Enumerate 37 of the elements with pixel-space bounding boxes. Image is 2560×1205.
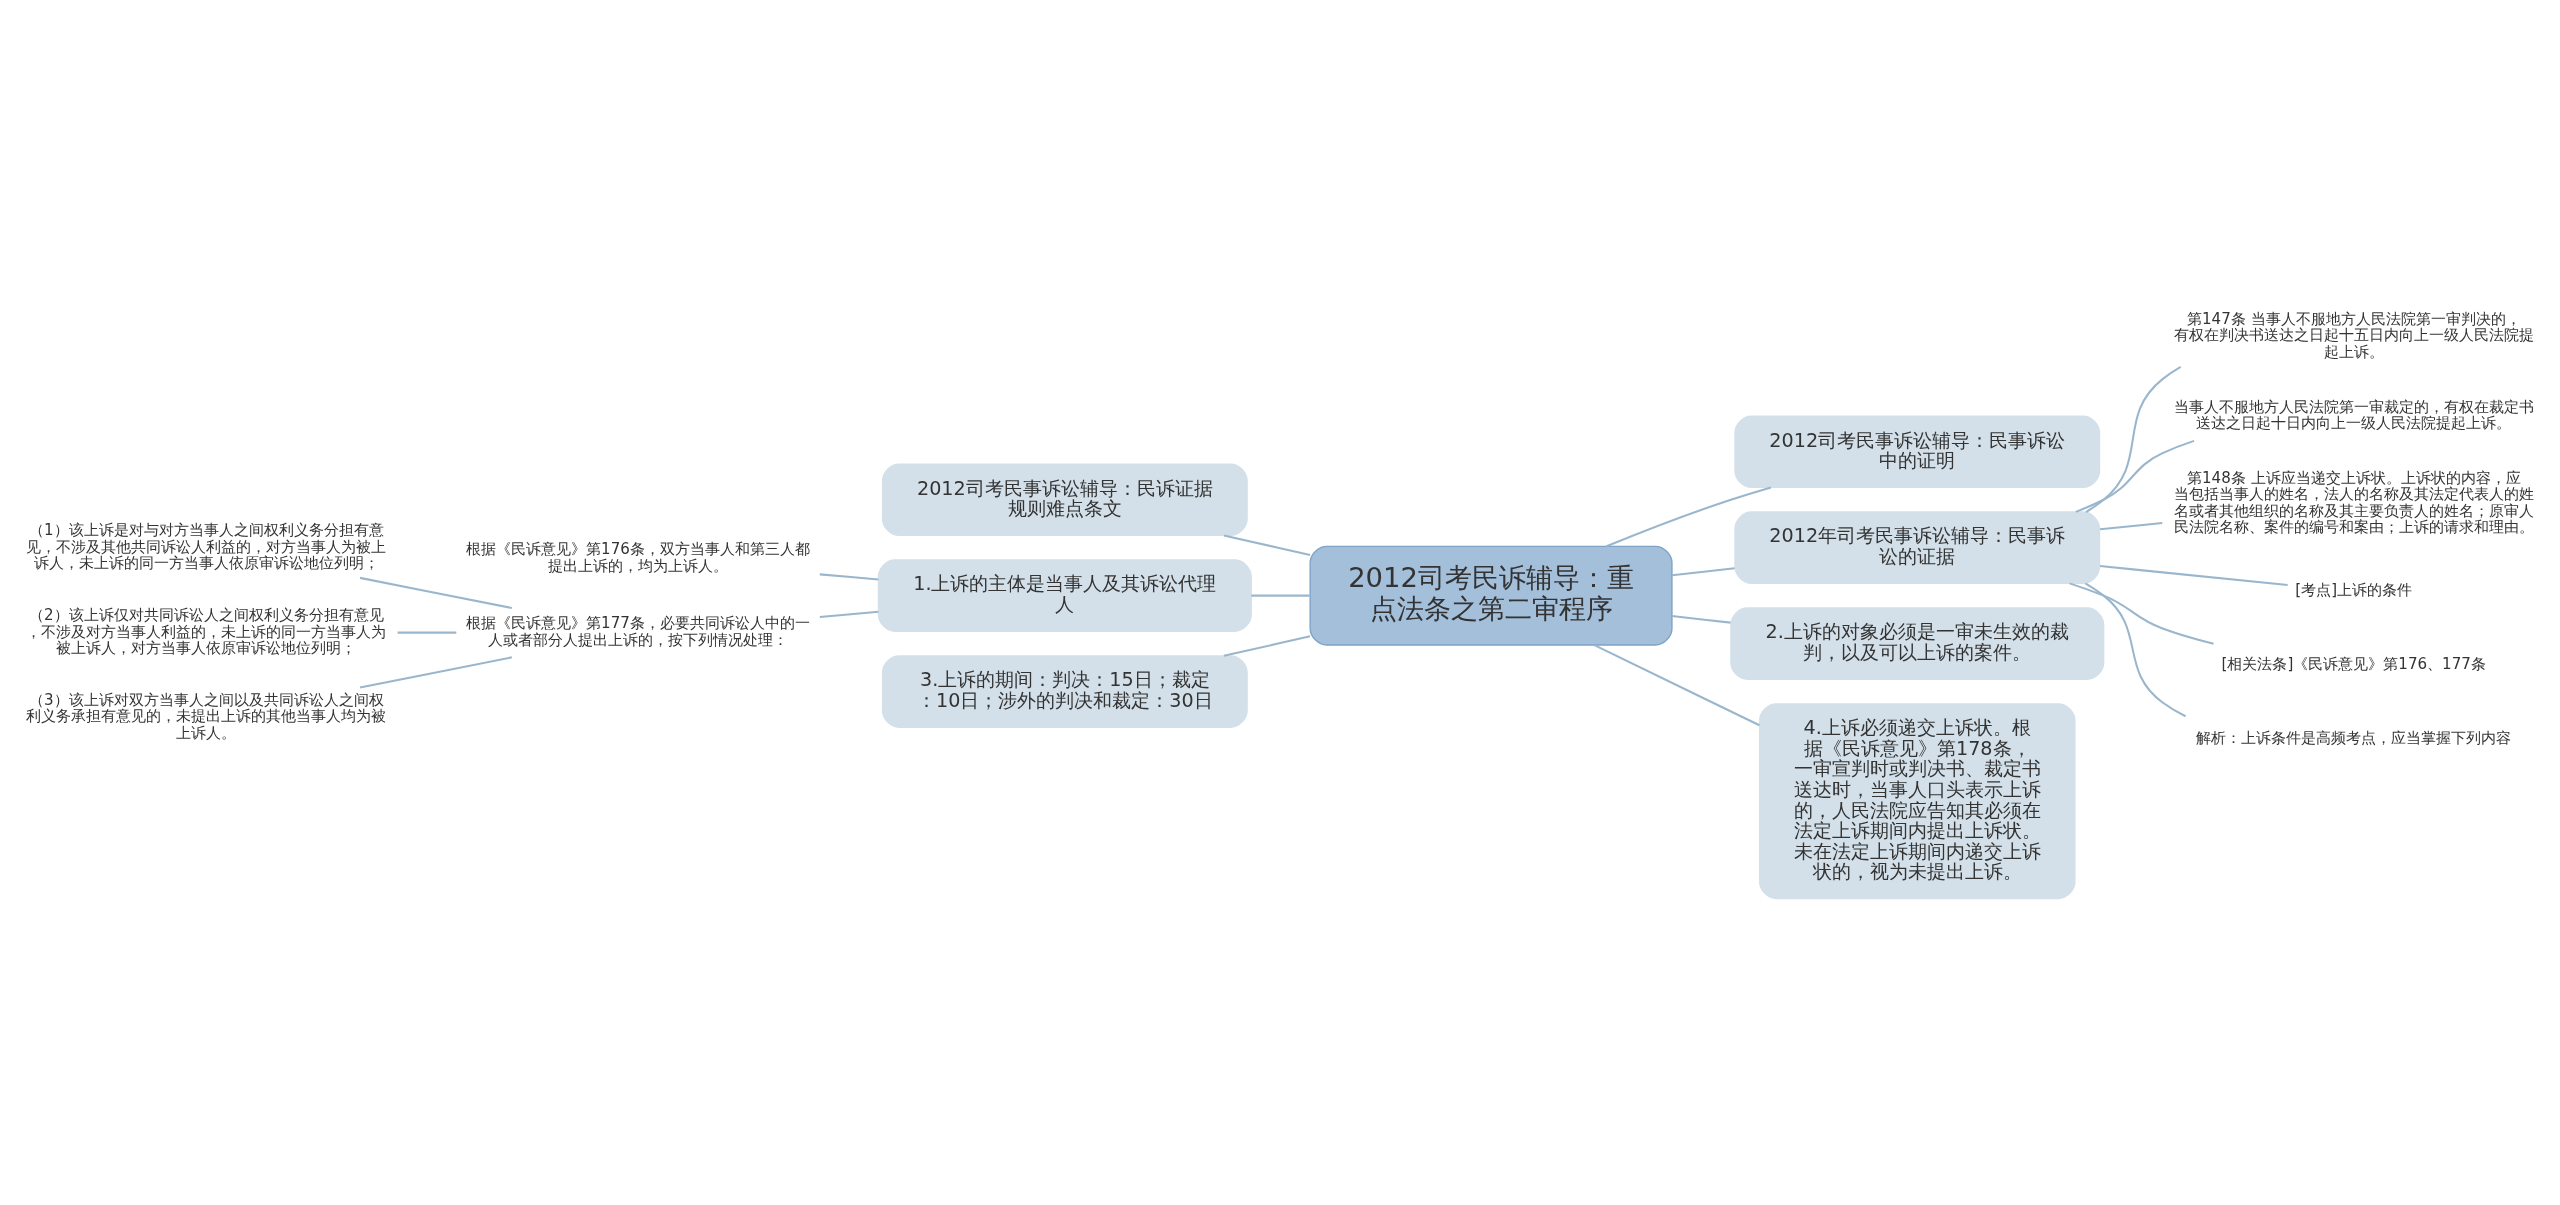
node-text: 当事人不服地方人民法院第一审裁定的，有权在裁定书送达之日起十日内向上一级人民法院提起上诉。	[2173, 397, 2534, 433]
connector	[1223, 534, 1311, 556]
node-box: 2012司考民事诉讼辅导：民事诉讼中的证明	[1734, 415, 2101, 489]
node-box: 2.上诉的对象必须是一审未生效的裁判，以及可以上诉的案件。	[1730, 607, 2105, 680]
connector	[1671, 614, 1731, 624]
connector	[819, 610, 879, 618]
node-box: 1.上诉的主体是当事人及其诉讼代理人	[877, 559, 1252, 632]
node-text: （3）该上诉对双方当事人之间以及共同诉讼人之间权利义务承担有意见的，未提出上诉的其他当事人均为被上诉人。	[26, 691, 387, 742]
node-text: 根据《民诉意见》第176条，双方当事人和第三人都提出上诉的，均为上诉人。	[466, 540, 810, 575]
connector	[397, 631, 457, 634]
node-text: （2）该上诉仅对共同诉讼人之间权利义务分担有意见，不涉及对方当事人利益的，未上诉的同一方当事人为被上诉人，对方当事人依原审诉讼地位列明；	[26, 606, 387, 657]
connector	[359, 656, 513, 689]
node-text: [相关法条]《民诉意见》第176、177条	[2221, 655, 2486, 674]
node-box: 2012司考民事诉讼辅导：民诉证据规则难点条文	[881, 463, 1248, 537]
connector	[2099, 522, 2163, 531]
connector	[2085, 366, 2182, 513]
connector	[1251, 594, 1310, 597]
node-text: 解析：上诉条件是高频考点，应当掌握下列内容	[2196, 729, 2512, 748]
connector	[1593, 644, 1760, 727]
node-text: 根据《民诉意见》第177条，必要共同诉讼人中的一人或者部分人提出上诉的，按下列情况处理：	[466, 614, 810, 649]
connector	[2069, 582, 2214, 645]
connector	[1223, 635, 1311, 657]
node-box: 2012年司考民事诉讼辅导：民事诉讼的证据	[1734, 511, 2101, 584]
connector	[359, 576, 513, 609]
node-box: 4.上诉必须递交上诉状。根据《民诉意见》第178条，一审宣判时或判决书、裁定书送达时，当事人口头表示上诉的，人民法院应告知其必须在法定上诉期间内提出上诉状。未在法定上诉期间内递交上诉状的，视为未提出上诉。	[1758, 703, 2076, 900]
node-box: 2012司考民诉辅导：重点法条之第二审程序	[1309, 545, 1673, 646]
connector	[2084, 582, 2187, 718]
node-box: 3.上诉的期间：判决：15日；裁定：10日；涉外的判决和裁定：30日	[881, 655, 1248, 728]
node-text: 第147条 当事人不服地方人民法院第一审判决的，有权在判决书送达之日起十五日内向上一级人民法院提起上诉。	[2173, 310, 2534, 361]
node-text: （1）该上诉是对与对方当事人之间权利义务分担有意见，不涉及其他共同诉讼人利益的，对方当事人为被上诉人，未上诉的同一方当事人依原审诉讼地位列明；	[26, 521, 387, 572]
connector	[819, 573, 879, 581]
node-text: [考点]上诉的条件	[2295, 581, 2413, 600]
connector	[1606, 486, 1772, 548]
connector	[2075, 439, 2195, 513]
node-text: 第148条 上诉应当递交上诉状。上诉状的内容，应当包括当事人的姓名，法人的名称及其法定代表人的姓名或者其他组织的名称及其主要负责人的姓名；原审人民法院名称、案件的编号和案由；上诉的请求和理由。	[2173, 469, 2534, 537]
connector	[2099, 565, 2288, 586]
connector	[1671, 567, 1735, 577]
